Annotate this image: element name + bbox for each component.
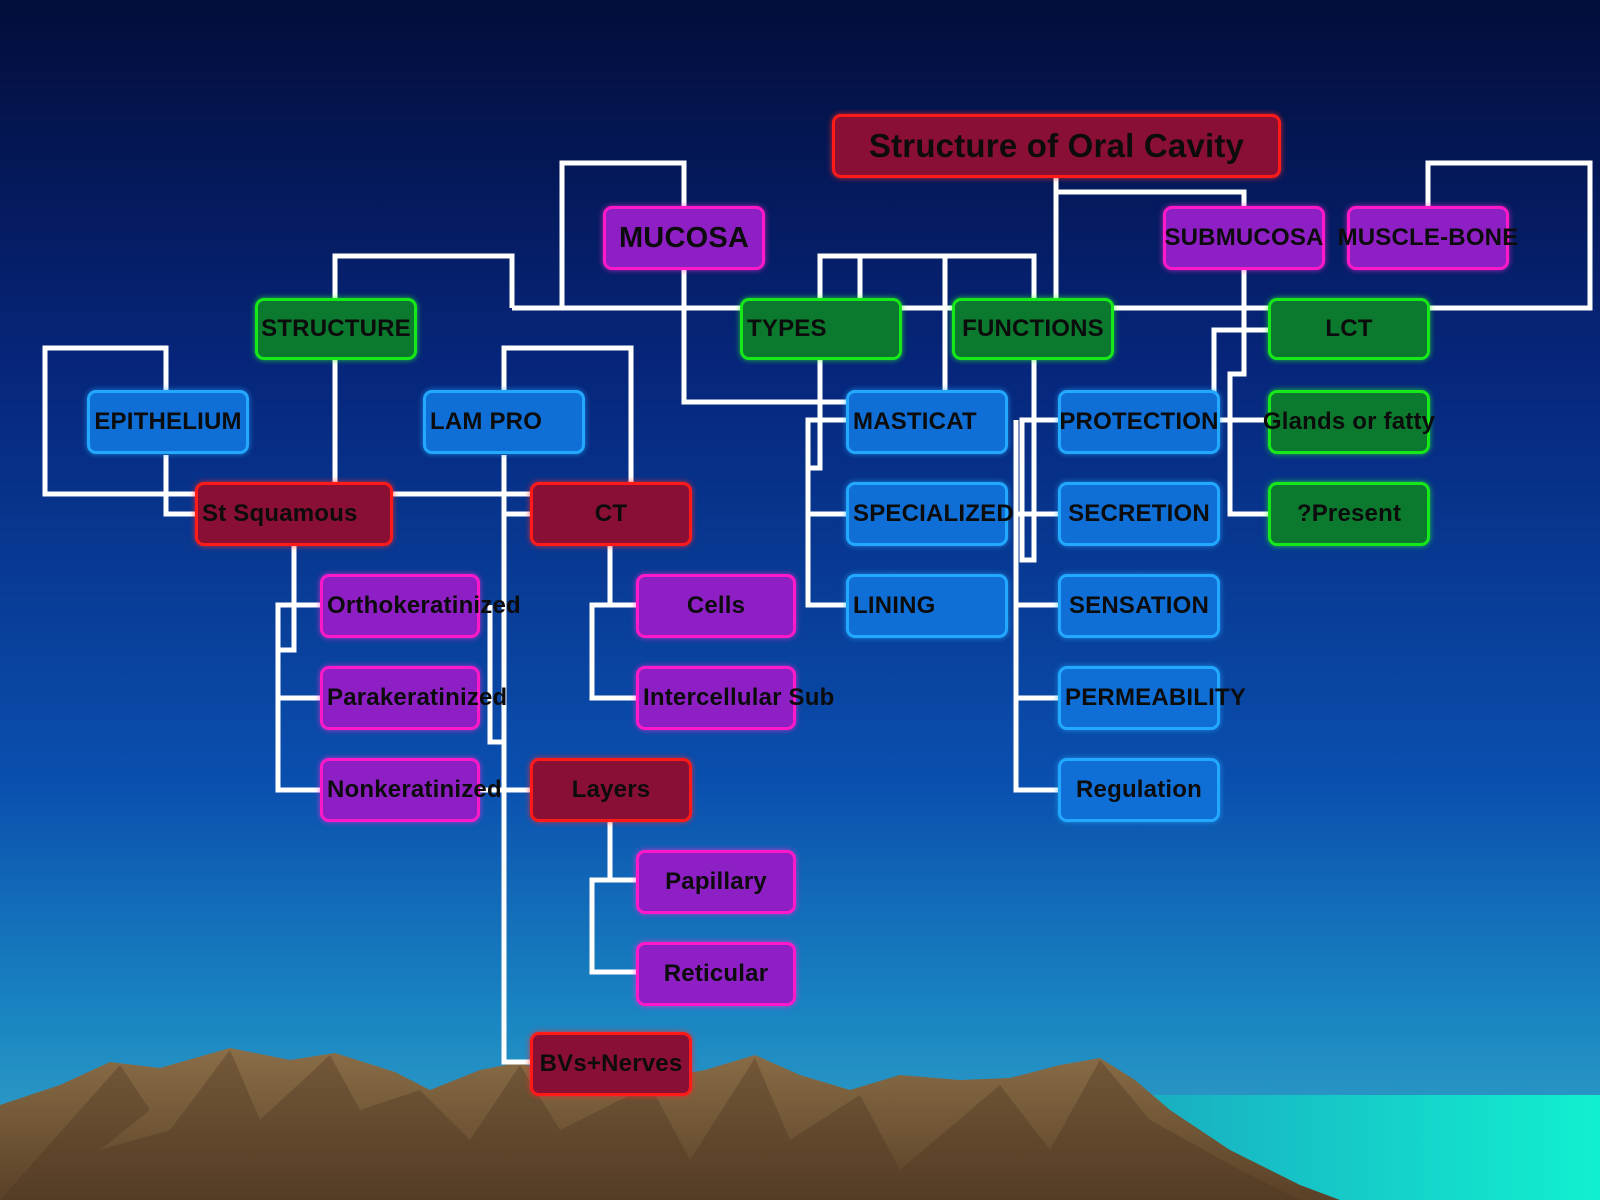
connector-line [275, 605, 320, 793]
types-text: TYPES [747, 315, 827, 342]
secretion-node: SECRETION [1058, 482, 1220, 546]
mountain-range-shape [0, 1048, 1340, 1200]
ct-node: CT [530, 482, 692, 546]
connector-line [1013, 420, 1058, 793]
muscle-bone-text: MUSCLE-BONE [1337, 224, 1519, 251]
present-node: ?Present [1268, 482, 1430, 546]
intercellular-node: Intercellular Sub [636, 666, 834, 730]
cells-node: Cells [636, 574, 796, 638]
orthokeratinized-text: Orthokeratinized [327, 592, 521, 619]
mucosa-node: MUCOSA [603, 206, 765, 270]
nonkeratinized-text: Nonkeratinized [327, 776, 502, 803]
regulation-text: Regulation [1076, 776, 1202, 803]
specialized-node: SPECIALIZED [846, 482, 1014, 546]
functions-node: FUNCTIONS [952, 298, 1114, 360]
parakeratinized-node: Parakeratinized [320, 666, 507, 730]
reticular-text: Reticular [663, 960, 769, 987]
specialized-text: SPECIALIZED [853, 500, 1014, 527]
nonkeratinized-node: Nonkeratinized [320, 758, 502, 822]
bvs-nerves-text: BVs+Nerves [539, 1050, 683, 1077]
mucosa-text: MUCOSA [618, 221, 750, 254]
connector-line [817, 253, 1037, 330]
permeability-node: PERMEABILITY [1058, 666, 1246, 730]
connector-line [589, 820, 636, 975]
st-squamous-text: St Squamous [202, 500, 358, 527]
muscle-bone-node: MUSCLE-BONE [1338, 206, 1518, 270]
connector-line [332, 253, 515, 308]
secretion-text: SECRETION [1068, 500, 1210, 527]
submucosa-node: SUBMUCOSA [1163, 206, 1325, 270]
connector-line [805, 420, 848, 608]
ct-text: CT [594, 500, 628, 527]
epithelium-text: EPITHELIUM [94, 408, 242, 435]
lining-node: LINING [846, 574, 1008, 638]
intercellular-text: Intercellular Sub [643, 684, 835, 711]
connector-line [487, 605, 504, 745]
structure-text: STRUCTURE [261, 315, 411, 342]
mountain-shadow-shape [0, 1050, 1300, 1200]
structure-node: STRUCTURE [255, 298, 417, 360]
lam-pro-text: LAM PRO [430, 408, 543, 435]
submucosa-text: SUBMUCOSA [1164, 224, 1324, 251]
connector-line [1053, 178, 1247, 210]
connector-line [275, 545, 320, 653]
lct-node: LCT [1268, 298, 1430, 360]
masticat-text: MASTICAT [853, 408, 977, 435]
present-text: ?Present [1296, 500, 1402, 527]
types-node: TYPES [740, 298, 902, 360]
bvs-nerves-node: BVs+Nerves [530, 1032, 692, 1096]
layers-node: Layers [530, 758, 692, 822]
lining-text: LINING [853, 592, 936, 619]
functions-text: FUNCTIONS [962, 315, 1104, 342]
connector-line [1019, 360, 1058, 563]
title-text: Structure of Oral Cavity [868, 127, 1245, 164]
sensation-node: SENSATION [1058, 574, 1220, 638]
permeability-text: PERMEABILITY [1065, 684, 1247, 711]
connector-line [163, 455, 195, 517]
glands-node: Glands or fatty [1263, 390, 1435, 454]
glands-text: Glands or fatty [1262, 408, 1436, 435]
st-squamous-node: St Squamous [195, 482, 393, 546]
connector-line [589, 545, 636, 701]
orthokeratinized-node: Orthokeratinized [320, 574, 521, 638]
connector-line [805, 360, 848, 471]
connector-line [1227, 270, 1268, 517]
cells-text: Cells [686, 592, 746, 619]
regulation-node: Regulation [1058, 758, 1220, 822]
masticat-node: MASTICAT [846, 390, 1008, 454]
connector-line [501, 455, 530, 1065]
parakeratinized-text: Parakeratinized [327, 684, 508, 711]
papillary-text: Papillary [665, 868, 767, 895]
protection-text: PROTECTION [1059, 408, 1219, 435]
layers-text: Layers [571, 776, 651, 803]
lct-text: LCT [1325, 315, 1373, 342]
connector-line [512, 160, 1593, 311]
title-node: Structure of Oral Cavity [832, 114, 1281, 178]
papillary-node: Papillary [636, 850, 796, 914]
protection-node: PROTECTION [1058, 390, 1220, 454]
sensation-text: SENSATION [1068, 592, 1210, 619]
lam-pro-node: LAM PRO [423, 390, 585, 454]
connector-line [559, 160, 687, 308]
epithelium-node: EPITHELIUM [87, 390, 249, 454]
reticular-node: Reticular [636, 942, 796, 1006]
